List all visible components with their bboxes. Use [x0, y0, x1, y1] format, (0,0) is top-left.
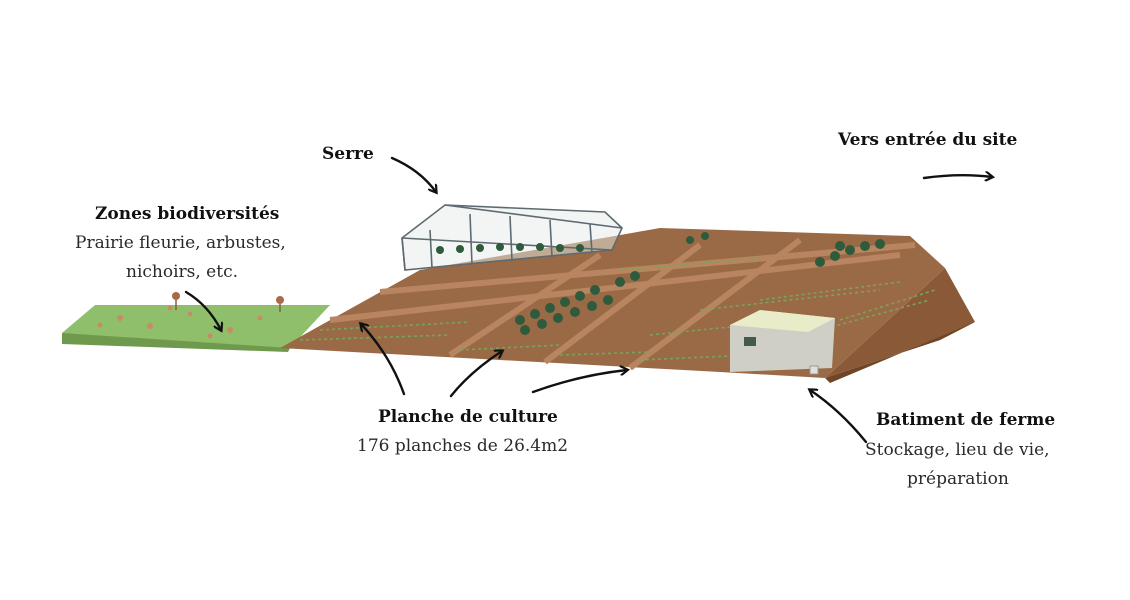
- arrow-vers-entree: [922, 175, 992, 178]
- zones-desc-line1: Prairie fleurie, arbustes,: [75, 233, 286, 253]
- field-embankment: [825, 268, 975, 383]
- greenhouse: [401, 204, 623, 271]
- zones-title: Zones biodiversités: [95, 204, 280, 224]
- arrow-planche-middle: [449, 351, 502, 398]
- arrow-batiment: [810, 390, 868, 444]
- serre-label: Serre: [322, 144, 374, 164]
- arrow-zones: [184, 290, 221, 330]
- planche-desc: 176 planches de 26.4m2: [357, 436, 569, 456]
- greenhouse-plants: [436, 243, 584, 254]
- batiment-desc-line1: Stockage, lieu de vie,: [865, 440, 1050, 460]
- biodiversity-meadow: [62, 292, 330, 352]
- batiment-title: Batiment de ferme: [876, 410, 1056, 430]
- vers-entree-label: Vers entrée du site: [838, 130, 1018, 150]
- arrow-planche-right: [531, 370, 627, 394]
- arrow-planche-left: [361, 324, 406, 396]
- zones-desc-line2: nichoirs, etc.: [126, 262, 239, 282]
- planche-title: Planche de culture: [378, 407, 558, 427]
- batiment-desc-line2: préparation: [907, 469, 1009, 489]
- farm-building: [730, 310, 835, 375]
- arrow-serre: [390, 156, 436, 192]
- annotation-arrows: [184, 156, 992, 444]
